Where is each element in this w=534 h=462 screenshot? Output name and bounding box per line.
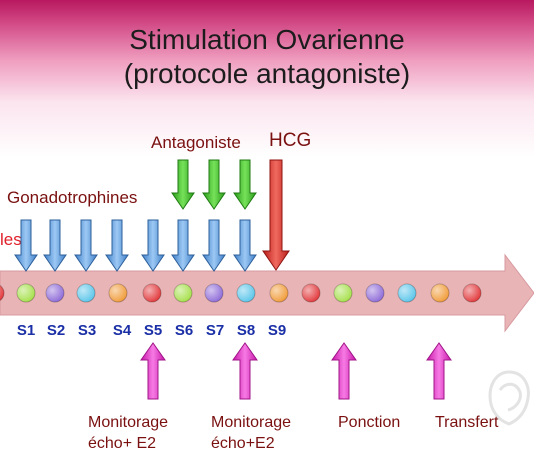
day-label: S7 (205, 322, 225, 339)
timeline-dot-highlight (77, 284, 95, 302)
transfert-label: Transfert (435, 414, 499, 431)
timeline-dot-highlight (463, 284, 481, 302)
day-label: S8 (236, 322, 256, 339)
timeline-dot-highlight (334, 284, 352, 302)
timeline-dot-highlight (366, 284, 384, 302)
day-label: S4 (112, 322, 132, 339)
monitorage-label-2-line1: Monitorage (211, 414, 292, 431)
gonadotrophine-arrow (14, 219, 38, 272)
day-label: S6 (174, 322, 194, 339)
event-arrows (140, 342, 452, 400)
timeline-dot-highlight (205, 284, 223, 302)
monitorage-label-1-line2: écho+ E2 (88, 435, 157, 452)
title-line-1: Stimulation Ovarienne (129, 24, 405, 55)
antagoniste-label: Antagoniste (151, 133, 241, 152)
day-label: S1 (16, 322, 36, 339)
day-label: S5 (143, 322, 163, 339)
timeline-bar (0, 253, 534, 333)
gonadotrophines-label: Gonadotrophines (7, 188, 138, 207)
antagoniste-arrow (202, 159, 226, 210)
timeline-dot-highlight (302, 284, 320, 302)
timeline-dot-highlight (398, 284, 416, 302)
gonadotrophine-arrow (43, 219, 67, 272)
gonadotrophine-arrow (171, 219, 195, 272)
timeline-dot-highlight (431, 284, 449, 302)
day-label: S3 (77, 322, 97, 339)
timeline-dot-highlight (237, 284, 255, 302)
monitorage-label-2-line2: écho+E2 (211, 435, 275, 452)
partial-red-label: les (0, 230, 22, 249)
gonadotrophine-arrow (233, 219, 257, 272)
antagoniste-arrow (171, 159, 195, 210)
hcg-arrow (262, 159, 290, 271)
ponction-arrow (331, 342, 357, 400)
timeline-dot-highlight (109, 284, 127, 302)
ponction-label: Ponction (338, 414, 401, 431)
monitorage-label-1: Monitorage écho+ E2 (88, 412, 168, 454)
timeline-dot-highlight (143, 284, 161, 302)
watermark-logo-icon (488, 370, 530, 426)
gonadotrophine-arrows (14, 219, 257, 272)
day-label: S2 (46, 322, 66, 339)
monitorage-arrow-1 (140, 342, 166, 400)
timeline-dot-highlight (174, 284, 192, 302)
hcg-label: HCG (269, 130, 312, 151)
monitorage-label-2: Monitorage écho+E2 (211, 412, 291, 454)
monitorage-arrow-2 (232, 342, 258, 400)
antagoniste-arrows (171, 159, 257, 210)
timeline-dot-highlight (17, 284, 35, 302)
timeline-dot-highlight (0, 285, 4, 301)
timeline-dots (0, 283, 482, 303)
day-label: S9 (267, 322, 287, 339)
gonadotrophine-arrow (74, 219, 98, 272)
gonadotrophine-arrow (105, 219, 129, 272)
monitorage-label-1-line1: Monitorage (88, 414, 169, 431)
gonadotrophine-arrow (202, 219, 226, 272)
timeline-dot-highlight (270, 284, 288, 302)
title-line-2: (protocole antagoniste) (123, 58, 411, 89)
transfert-arrow (426, 342, 452, 400)
gonadotrophine-arrow (141, 219, 165, 272)
timeline-dot-highlight (46, 284, 64, 302)
antagoniste-arrow (233, 159, 257, 210)
